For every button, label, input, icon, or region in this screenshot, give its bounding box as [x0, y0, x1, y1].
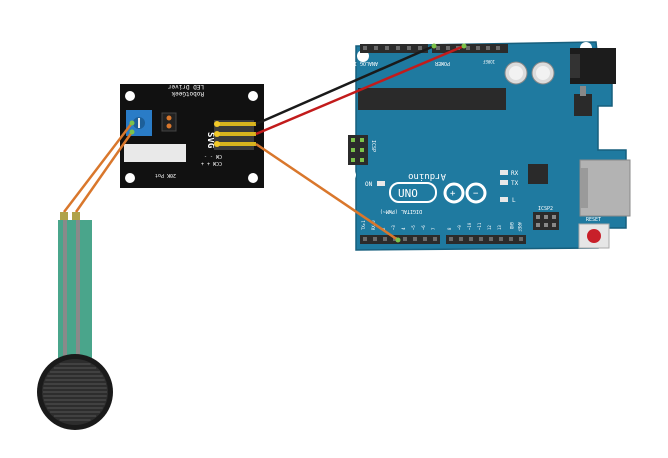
digital-pin-label: TX▸1 — [361, 220, 366, 230]
force-sensitive-resistor — [37, 212, 113, 430]
digital-pin-label: 4 — [401, 227, 406, 230]
on-led — [377, 181, 385, 186]
mount-hole — [125, 173, 135, 183]
wire-fsr-a — [63, 122, 133, 213]
pot-label: 20K Pot — [155, 172, 176, 178]
mode-line2: CCW + + — [201, 160, 222, 166]
wires — [63, 43, 467, 243]
digital-pin-label: 8 — [447, 227, 452, 230]
aref-label: AREF — [517, 222, 522, 232]
arduino-wordmark: Arduino — [408, 171, 446, 181]
atmega-chip — [358, 88, 506, 110]
power-label: POWER — [434, 60, 450, 66]
gnd-label: GND — [509, 222, 514, 230]
wire-gnd — [255, 44, 435, 126]
mount-hole — [248, 173, 258, 183]
module-brand: RobotGeek — [171, 90, 204, 97]
jumper — [161, 112, 177, 132]
digital-header-high — [446, 235, 526, 244]
pin-label: SVG — [205, 132, 215, 148]
l-led — [500, 197, 508, 202]
svg-text:+: + — [450, 189, 456, 199]
mount-hole — [248, 91, 258, 101]
digital-pin-label: ~3 — [391, 225, 396, 230]
digital-pin-label: 7 — [431, 227, 436, 230]
digital-pin-label: ~9 — [457, 225, 462, 230]
ioref-label: IOREF — [482, 59, 495, 64]
digital-pin-label: 12 — [487, 225, 492, 230]
icsp2-header — [533, 212, 559, 230]
l-label: L — [512, 197, 516, 204]
digital-pin-label: 2 — [381, 227, 386, 230]
icsp2-label: ICSP2 — [538, 206, 553, 212]
analog-label: ANALOG IN — [351, 60, 378, 66]
digital-pin-label: ~10 — [467, 222, 472, 230]
arduino-uno-board: ANALOG IN POWER IOREF ICSP ON UNO — [344, 41, 631, 251]
digital-pin-label: ~5 — [411, 225, 416, 230]
mount-hole — [125, 91, 135, 101]
led-driver-module: RobotGeek LED Driver CW - - CCW + + 20K … — [120, 83, 264, 188]
tx-label: TX — [511, 180, 519, 187]
digital-pin-label: 13 — [497, 225, 502, 230]
uno-text: UNO — [398, 187, 418, 200]
icsp-label: ICSP — [370, 140, 376, 152]
reset-label: RESET — [586, 217, 601, 223]
tx-led — [500, 180, 508, 185]
rx-led — [500, 170, 508, 175]
digital-pin-label: ~6 — [421, 225, 426, 230]
digital-label: DIGITAL (PWM~) — [380, 208, 422, 214]
analog-header — [360, 44, 428, 53]
arduino-logo: UNO + − Arduino — [389, 171, 487, 204]
reset-button-cap[interactable] — [587, 229, 601, 243]
label-pad — [124, 144, 186, 162]
mount-hole — [344, 169, 356, 181]
wire-fsr-b — [74, 131, 134, 213]
module-name: LED Driver — [167, 83, 204, 90]
wire-signal — [255, 142, 399, 242]
on-label: ON — [365, 181, 373, 188]
wire-5v — [255, 44, 465, 136]
usb-chip — [528, 164, 548, 184]
svg-text:−: − — [473, 189, 479, 199]
digital-pin-label: ~11 — [477, 222, 482, 230]
voltage-regulator — [574, 94, 592, 116]
mode-line1: CW - - — [204, 153, 222, 159]
icsp-header — [348, 135, 368, 165]
rx-label: RX — [511, 170, 519, 177]
